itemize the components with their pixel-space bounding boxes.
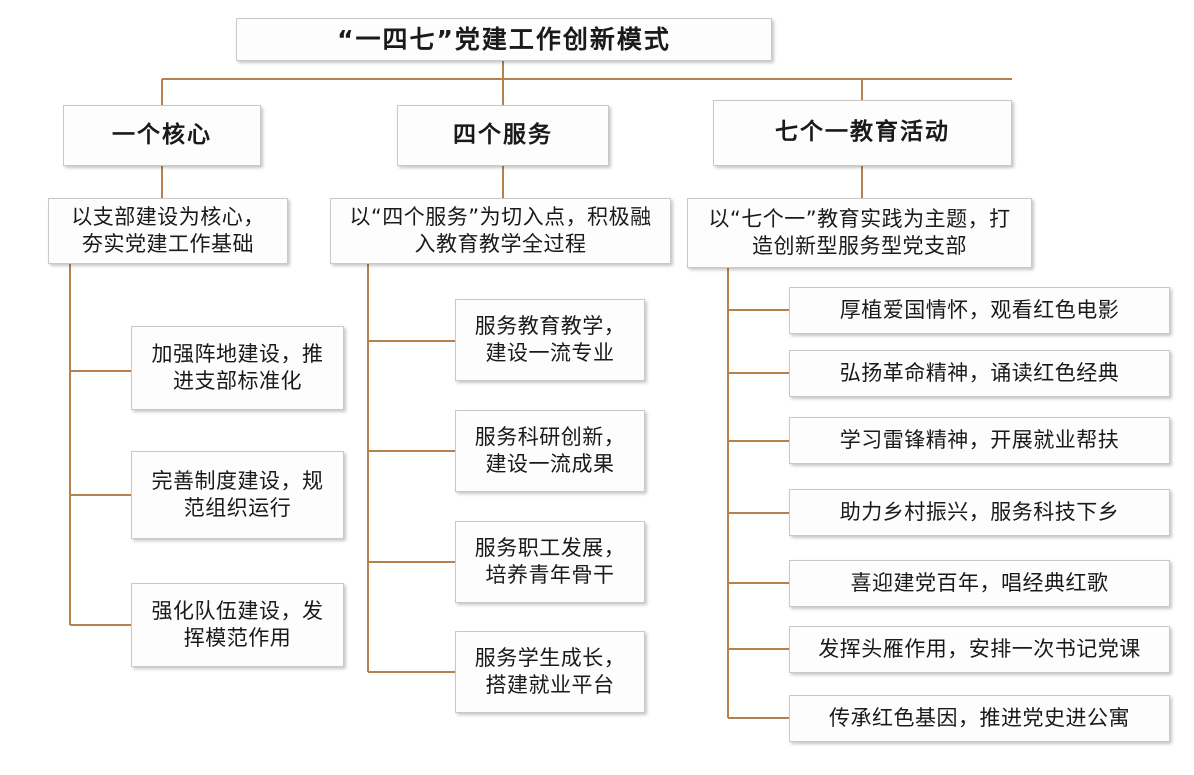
- leaf-label: 服务教育教学， 建设一流专业: [474, 314, 626, 365]
- leaf-label: 弘扬革命精神，诵读红色经典: [839, 361, 1120, 386]
- leaf-seven-activities-1[interactable]: 厚植爱国情怀，观看红色电影: [789, 287, 1170, 334]
- leaf-four-services-3[interactable]: 服务职工发展， 培养青年骨干: [455, 521, 645, 603]
- leaf-seven-activities-5[interactable]: 喜迎建党百年，唱经典红歌: [789, 560, 1170, 607]
- diagram-title-label: “一四七”党建工作创新模式: [337, 24, 671, 54]
- leaf-label: 服务科研创新， 建设一流成果: [474, 425, 626, 476]
- leaf-label: 助力乡村振兴，服务科技下乡: [839, 500, 1120, 525]
- leaf-four-services-4[interactable]: 服务学生成长， 搭建就业平台: [455, 631, 645, 713]
- leaf-label: 完善制度建设，规 范组织运行: [151, 469, 324, 520]
- leaf-label: 发挥头雁作用，安排一次书记党课: [818, 637, 1141, 662]
- branch-heading-label: 四个服务: [453, 121, 553, 148]
- leaf-label: 喜迎建党百年，唱经典红歌: [850, 571, 1109, 596]
- branch-description-seven-activities: 以“七个一”教育实践为主题，打 造创新型服务型党支部: [687, 198, 1032, 268]
- branch-heading-label: 一个核心: [112, 121, 212, 148]
- leaf-one-core-3[interactable]: 强化队伍建设，发 挥模范作用: [131, 583, 344, 667]
- branch-description-label: 以支部建设为核心， 夯实党建工作基础: [71, 205, 265, 256]
- branch-description-label: 以“四个服务”为切入点，积极融 入教育教学全过程: [349, 205, 652, 256]
- leaf-label: 传承红色基因，推进党史进公寓: [829, 706, 1130, 731]
- leaf-seven-activities-7[interactable]: 传承红色基因，推进党史进公寓: [789, 695, 1170, 742]
- branch-description-label: 以“七个一”教育实践为主题，打 造创新型服务型党支部: [708, 207, 1011, 258]
- leaf-seven-activities-3[interactable]: 学习雷锋精神，开展就业帮扶: [789, 417, 1170, 464]
- leaf-one-core-1[interactable]: 加强阵地建设，推 进支部标准化: [131, 326, 344, 410]
- leaf-four-services-2[interactable]: 服务科研创新， 建设一流成果: [455, 410, 645, 492]
- leaf-label: 学习雷锋精神，开展就业帮扶: [839, 428, 1120, 453]
- leaf-four-services-1[interactable]: 服务教育教学， 建设一流专业: [455, 299, 645, 381]
- branch-heading-four-services[interactable]: 四个服务: [397, 105, 609, 166]
- branch-description-four-services: 以“四个服务”为切入点，积极融 入教育教学全过程: [330, 198, 671, 264]
- branch-heading-label: 七个一教育活动: [775, 119, 950, 146]
- leaf-label: 加强阵地建设，推 进支部标准化: [151, 342, 324, 393]
- diagram-title-box: “一四七”党建工作创新模式: [236, 18, 772, 61]
- leaf-label: 厚植爱国情怀，观看红色电影: [839, 298, 1120, 323]
- leaf-one-core-2[interactable]: 完善制度建设，规 范组织运行: [131, 451, 344, 539]
- leaf-seven-activities-2[interactable]: 弘扬革命精神，诵读红色经典: [789, 350, 1170, 397]
- branch-heading-seven-activities[interactable]: 七个一教育活动: [713, 100, 1012, 166]
- leaf-label: 服务学生成长， 搭建就业平台: [474, 646, 626, 697]
- leaf-label: 强化队伍建设，发 挥模范作用: [151, 599, 324, 650]
- leaf-seven-activities-6[interactable]: 发挥头雁作用，安排一次书记党课: [789, 626, 1170, 673]
- branch-heading-one-core[interactable]: 一个核心: [63, 105, 261, 166]
- branch-description-one-core: 以支部建设为核心， 夯实党建工作基础: [48, 198, 288, 264]
- leaf-label: 服务职工发展， 培养青年骨干: [474, 536, 626, 587]
- leaf-seven-activities-4[interactable]: 助力乡村振兴，服务科技下乡: [789, 489, 1170, 536]
